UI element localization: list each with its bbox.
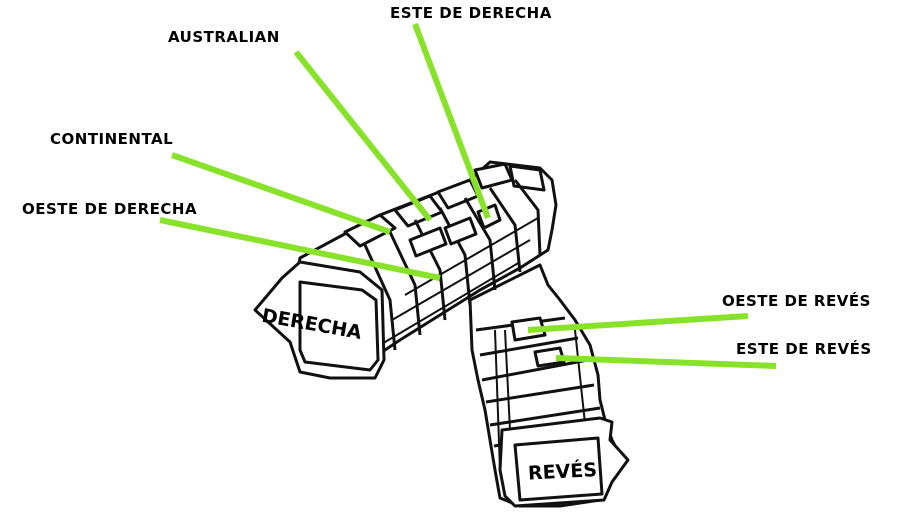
- label-oeste-de-derecha: OESTE DE DERECHA: [22, 200, 197, 218]
- leader-line-este-de-reves: [555, 355, 777, 369]
- label-oeste-de-reves: OESTE DE REVÉS: [722, 291, 871, 310]
- label-continental: CONTINENTAL: [50, 130, 173, 148]
- label-australian: AUSTRALIAN: [168, 28, 280, 46]
- leader-line-este-de-derecha: [412, 22, 491, 220]
- leader-line-continental: [171, 152, 391, 235]
- leader-line-oeste-de-derecha: [159, 217, 441, 281]
- leader-line-australian: [293, 50, 433, 222]
- label-este-de-derecha: ESTE DE DERECHA: [390, 4, 552, 22]
- face-label-reves: REVÉS: [527, 458, 597, 485]
- leader-line-oeste-de-reves: [527, 313, 749, 333]
- derecha-end-cap: [253, 260, 386, 380]
- leader-lines: [159, 22, 777, 369]
- reves-end-cap: [498, 416, 630, 508]
- label-este-de-reves: ESTE DE REVÉS: [736, 339, 872, 358]
